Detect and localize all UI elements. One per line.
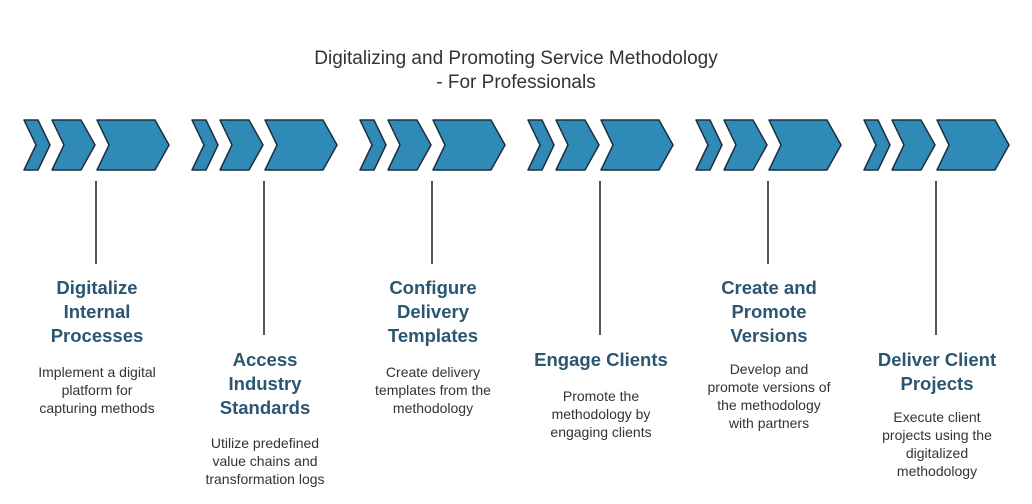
step-description-line: projects using the	[882, 427, 992, 443]
step-description-line: promote versions of	[707, 379, 831, 395]
step-heading-line: Projects	[900, 373, 974, 394]
step-description-line: Implement a digital	[38, 364, 156, 380]
chevron-segment-3	[432, 119, 506, 171]
step-description-line: platform for	[61, 382, 133, 398]
step-description-line: methodology by	[551, 406, 651, 422]
step-description: Execute client projects using the digitali…	[837, 408, 1032, 480]
step-heading-line: Delivery	[397, 301, 469, 322]
step-description-line: templates from the	[375, 382, 491, 398]
chevron-segment-3	[768, 119, 842, 171]
chevron-segment-1	[863, 119, 891, 171]
chevron-segment-3	[936, 119, 1010, 171]
step-heading-line: Industry	[228, 373, 302, 394]
step-description: Create delivery templates from the methodo…	[333, 363, 533, 417]
connector-line	[263, 181, 265, 335]
chevron-segment-2	[723, 119, 768, 171]
step-description-line: digitalized	[905, 445, 969, 461]
step-description-line: the methodology	[717, 397, 821, 413]
triple-chevron-arrow-icon	[863, 119, 1010, 171]
step-heading-line: Create and	[721, 277, 817, 298]
step-description: Promote the methodology by engaging client…	[501, 387, 701, 441]
step-description-line: methodology	[896, 463, 978, 479]
connector-line	[767, 181, 769, 264]
step-heading-line: Access	[232, 349, 298, 370]
step-heading-line: Standards	[219, 397, 311, 418]
step-heading-line: Versions	[730, 325, 808, 346]
step-heading-line: Digitalize	[56, 277, 138, 298]
triple-chevron-arrow-icon	[191, 119, 338, 171]
step-description: Utilize predefined value chains and transf…	[165, 434, 365, 488]
step-heading-line: Templates	[387, 325, 479, 346]
connector-line	[935, 181, 937, 335]
step-heading-line: Deliver Client	[877, 349, 997, 370]
step-heading-line: Configure	[389, 277, 477, 298]
chevron-segment-2	[891, 119, 936, 171]
step-heading: Engage Clients	[501, 348, 701, 372]
chevron-segment-1	[191, 119, 219, 171]
chevron-segment-1	[23, 119, 51, 171]
triple-chevron-arrow-icon	[527, 119, 674, 171]
step-heading-line: Internal	[63, 301, 131, 322]
title-line-1: Digitalizing and Promoting Service Metho…	[314, 48, 718, 69]
step-description-line: engaging clients	[550, 424, 652, 440]
step-description-line: Promote the	[562, 388, 640, 404]
chevron-segment-2	[51, 119, 96, 171]
chevron-segment-2	[387, 119, 432, 171]
triple-chevron-arrow-icon	[695, 119, 842, 171]
step-description: Develop and promote versions of the method…	[669, 360, 869, 432]
step-description-line: transformation logs	[205, 471, 325, 487]
step-description-line: with partners	[728, 415, 810, 431]
chevron-segment-1	[527, 119, 555, 171]
triple-chevron-arrow-icon	[359, 119, 506, 171]
step-description-line: Utilize predefined	[210, 435, 320, 451]
title-line-2: - For Professionals	[436, 72, 596, 93]
triple-chevron-arrow-icon	[23, 119, 170, 171]
chevron-segment-3	[264, 119, 338, 171]
diagram-title: Digitalizing and Promoting Service Metho…	[0, 47, 1032, 95]
chevron-segment-3	[96, 119, 170, 171]
chevron-segment-2	[555, 119, 600, 171]
connector-line	[599, 181, 601, 335]
chevron-segment-1	[359, 119, 387, 171]
step-heading-line: Engage Clients	[534, 349, 668, 370]
connector-line	[431, 181, 433, 264]
step-description-line: Execute client	[893, 409, 981, 425]
chevron-segment-2	[219, 119, 264, 171]
step-heading-line: Promote	[731, 301, 807, 322]
step-description-line: Develop and	[729, 361, 809, 377]
step-heading-line: Processes	[50, 325, 144, 346]
step-description-line: capturing methods	[39, 400, 155, 416]
connector-line	[95, 181, 97, 264]
step-description: Implement a digital platform for capturing…	[0, 363, 197, 417]
chevron-segment-3	[600, 119, 674, 171]
step-description-line: value chains and	[212, 453, 318, 469]
step-description-line: methodology	[392, 400, 474, 416]
step-description-line: Create delivery	[385, 364, 481, 380]
chevron-segment-1	[695, 119, 723, 171]
